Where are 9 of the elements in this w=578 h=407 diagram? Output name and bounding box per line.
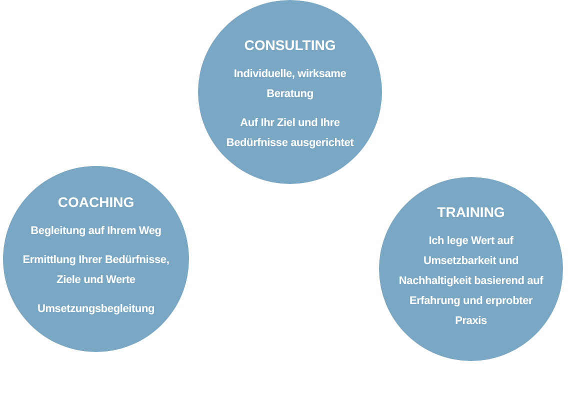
- circle-text: Umsetzungsbegleitung: [37, 302, 154, 317]
- circle-heading: COACHING: [58, 193, 134, 211]
- circle-heading: CONSULTING: [244, 36, 336, 54]
- circle-text: Begleitung auf Ihrem Weg: [30, 224, 162, 239]
- circle-text: Auf Ihr Ziel und Ihre Bedürfnisse ausgerichtet: [225, 116, 355, 151]
- circle-text: Ermittlung Ihrer Bedürfnisse, Ziele und Werte: [22, 253, 170, 288]
- circle-heading: TRAINING: [437, 203, 505, 221]
- circle-text: Ich lege Wert auf Umsetzbarkeit und Nachhaltigkeit basierend auf Erfahrung und erprobter Praxis: [398, 234, 544, 329]
- circle-text: Individuelle, wirksame Beratung: [232, 67, 348, 102]
